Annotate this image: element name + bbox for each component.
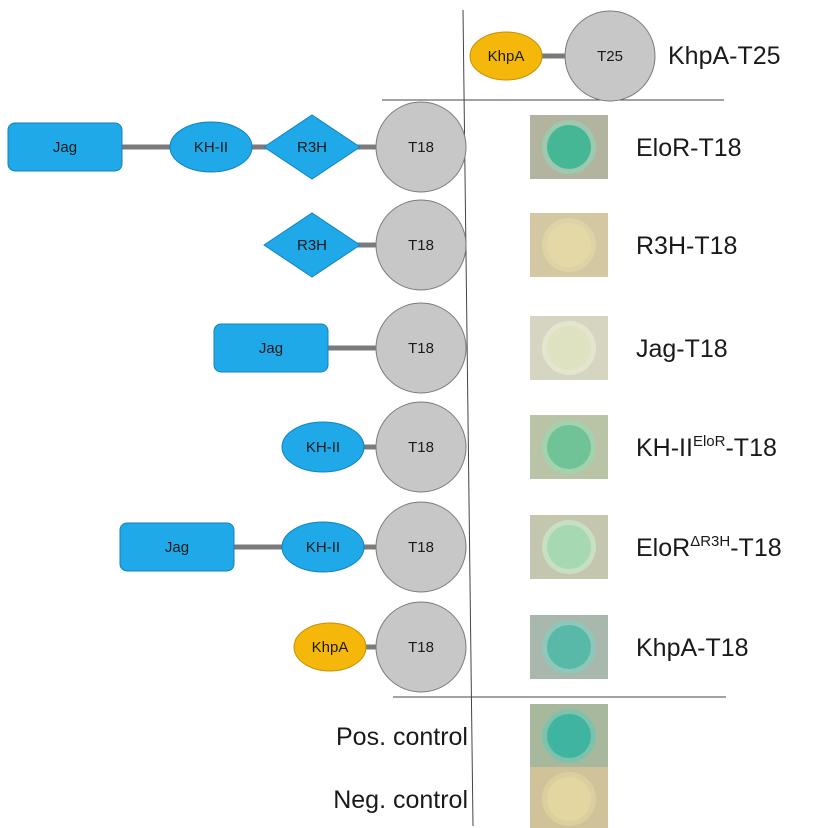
row-4-t18-label: T18 xyxy=(408,439,434,456)
row-6-construct-label-main: KhpA-T18 xyxy=(636,634,749,662)
row-1-jag-domain xyxy=(7,122,123,172)
header-t25-domain xyxy=(564,10,656,102)
vertical-divider xyxy=(462,9,474,827)
row-2-construct-label: R3H-T18 xyxy=(636,232,737,260)
control-1-well-colony xyxy=(547,714,591,758)
row-3-jag-label: Jag xyxy=(259,340,283,357)
control-2-well-colony xyxy=(547,777,591,821)
construct-row-5: Jag KH-II T18 EloRΔR3H-T18 xyxy=(119,501,782,593)
row-4-construct-label-superscript: EloR xyxy=(693,433,726,450)
row-4-construct-label-suffix: -T18 xyxy=(725,434,776,462)
row-6-khpa-label: KhpA xyxy=(312,639,349,656)
row-2-t18-label: T18 xyxy=(408,237,434,254)
row-4-kh-ii-domain xyxy=(281,421,365,473)
row-1-well-colony xyxy=(547,125,591,169)
control-row-2: Neg. control xyxy=(333,767,608,828)
header-t25-label: T25 xyxy=(597,48,623,65)
row-3-well xyxy=(530,316,608,380)
row-5-construct-label-superscript: ΔR3H xyxy=(690,533,730,550)
header-construct-label: KhpA-T25 xyxy=(668,42,781,70)
row-2-r3h-domain xyxy=(263,212,361,278)
control-1-well xyxy=(530,704,608,768)
construct-row-2: R3H T18 R3H-T18 xyxy=(263,199,737,291)
row-3-construct-label-main: Jag-T18 xyxy=(636,335,728,363)
row-6-khpa-domain xyxy=(293,622,367,672)
row-1-well xyxy=(530,115,608,179)
construct-row-1: Jag KH-II R3H T18 EloR-T18 xyxy=(7,101,742,193)
row-3-jag-domain xyxy=(213,323,329,373)
control-2-label: Neg. control xyxy=(333,786,468,814)
row-6-t18-label: T18 xyxy=(408,639,434,656)
row-4-construct-label: KH-IIEloR-T18 xyxy=(636,433,777,462)
row-2-t18-domain xyxy=(375,199,467,291)
row-4-kh-ii-label: KH-II xyxy=(306,439,340,456)
row-5-jag-domain xyxy=(119,522,235,572)
row-6-construct-label: KhpA-T18 xyxy=(636,634,749,662)
row-2-construct-label-main: R3H-T18 xyxy=(636,232,737,260)
row-3-t18-label: T18 xyxy=(408,340,434,357)
row-1-kh-ii-label: KH-II xyxy=(194,139,228,156)
row-1-construct-label: EloR-T18 xyxy=(636,134,742,162)
row-5-t18-label: T18 xyxy=(408,539,434,556)
row-5-kh-ii-domain xyxy=(281,521,365,573)
row-5-well-colony xyxy=(547,525,591,569)
row-6-t18-domain xyxy=(375,601,467,693)
row-5-construct-label-suffix: -T18 xyxy=(730,534,781,562)
row-1-construct-label-main: EloR-T18 xyxy=(636,134,742,162)
row-3-t18-domain xyxy=(375,302,467,394)
row-1-r3h-label: R3H xyxy=(297,139,327,156)
control-1-label: Pos. control xyxy=(336,723,468,751)
row-3-construct-label: Jag-T18 xyxy=(636,335,728,363)
row-2-well-colony xyxy=(547,223,591,267)
row-5-construct-label-main: EloR xyxy=(636,534,690,562)
row-5-t18-domain xyxy=(375,501,467,593)
row-1-t18-domain xyxy=(375,101,467,193)
row-6-well-colony xyxy=(547,625,591,669)
construct-row-6: KhpA T18 KhpA-T18 xyxy=(293,601,749,693)
row-4-well xyxy=(530,415,608,479)
row-1-jag-label: Jag xyxy=(53,139,77,156)
row-5-well xyxy=(530,515,608,579)
construct-row-3: Jag T18 Jag-T18 xyxy=(213,302,728,394)
row-2-well xyxy=(530,213,608,277)
control-row-1: Pos. control xyxy=(336,704,608,768)
row-1-r3h-domain xyxy=(263,114,361,180)
row-5-kh-ii-label: KH-II xyxy=(306,539,340,556)
control-2-well xyxy=(530,767,608,828)
row-3-well-colony xyxy=(547,326,591,370)
row-5-construct-label: EloRΔR3H-T18 xyxy=(636,533,782,562)
row-4-construct-label-main: KH-II xyxy=(636,434,693,462)
row-4-t18-domain xyxy=(375,401,467,493)
row-2-r3h-label: R3H xyxy=(297,237,327,254)
header-khpa-label: KhpA xyxy=(488,48,525,65)
row-1-kh-ii-domain xyxy=(169,121,253,173)
row-1-t18-label: T18 xyxy=(408,139,434,156)
row-4-well-colony xyxy=(547,425,591,469)
row-6-well xyxy=(530,615,608,679)
header-construct: KhpA T25 KhpA-T25 xyxy=(469,10,781,102)
header-khpa-domain xyxy=(469,31,543,81)
row-5-jag-label: Jag xyxy=(165,539,189,556)
